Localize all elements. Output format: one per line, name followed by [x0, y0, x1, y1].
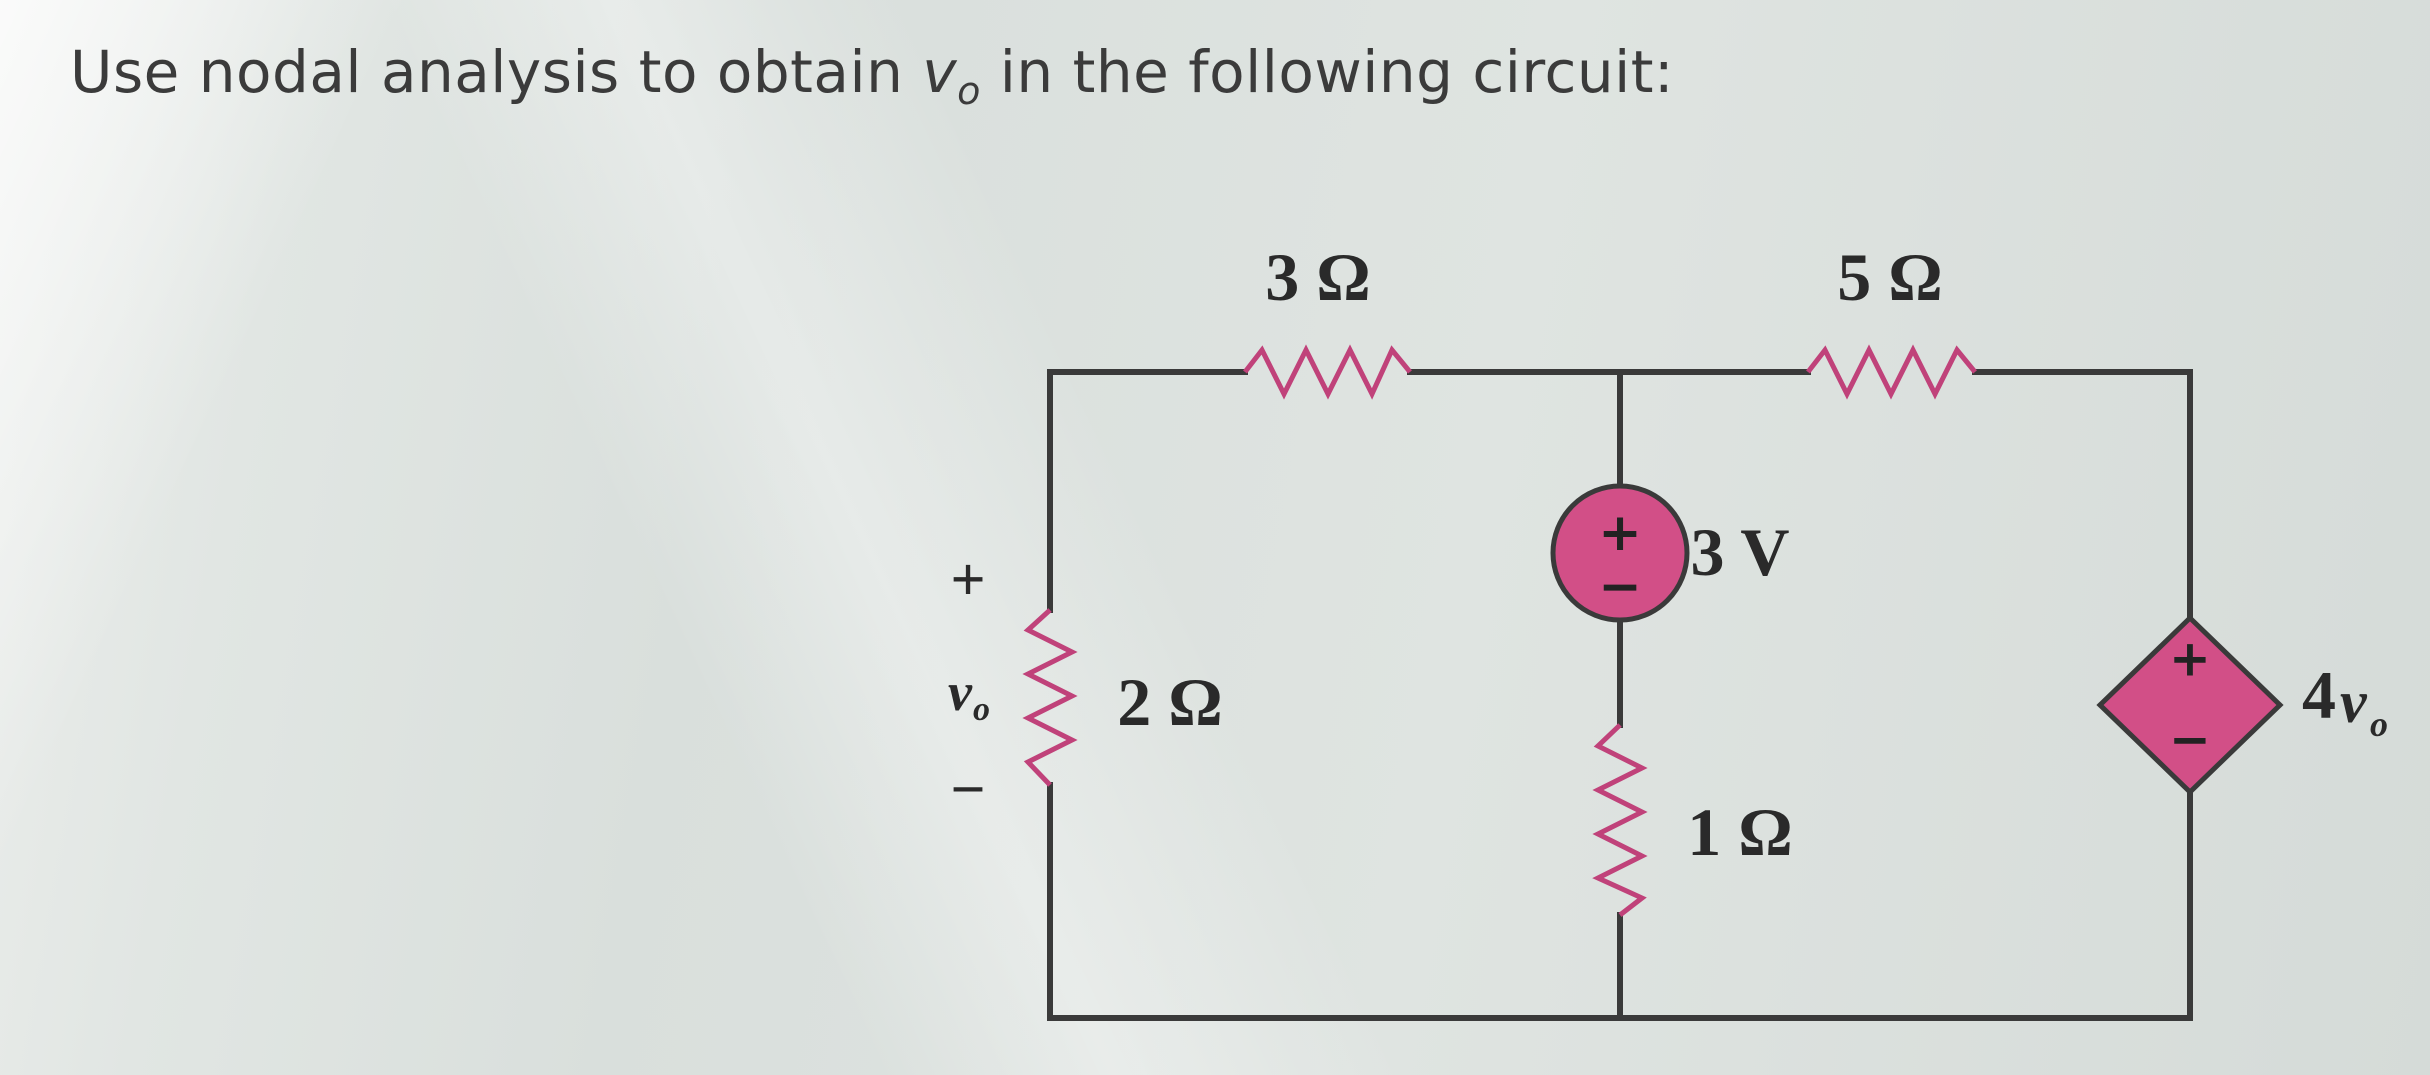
resistor-1-ohm — [1592, 723, 1648, 917]
vo-label-sub: o — [973, 691, 990, 728]
dependent-source-minus: − — [2169, 711, 2211, 769]
circuit-wires — [1047, 369, 2193, 1021]
resistor-5-ohm — [1806, 344, 1977, 400]
voltage-source-plus: + — [1598, 503, 1642, 563]
label-dependent-source-sub: o — [2370, 704, 2388, 744]
question-suffix: in the following circuit: — [980, 38, 1675, 106]
question-prefix: Use nodal analysis to obtain — [70, 38, 923, 106]
vo-minus-sign: − — [950, 756, 985, 824]
vo-plus-sign: + — [950, 546, 985, 614]
dependent-source-diamond — [2096, 614, 2284, 796]
label-2-ohm: 2 Ω — [1117, 664, 1222, 740]
question-text: Use nodal analysis to obtain vo in the f… — [70, 38, 1674, 113]
dependent-source-plus: + — [2169, 630, 2211, 688]
resistor-3-ohm — [1243, 344, 1412, 400]
label-5-ohm: 5 Ω — [1837, 239, 1942, 315]
label-3-ohm: 3 Ω — [1265, 239, 1370, 315]
voltage-source-minus: − — [1598, 557, 1642, 617]
label-3v: 3 V — [1691, 514, 1790, 590]
vo-label-var: v — [948, 662, 973, 722]
voltage-source-circle — [1550, 483, 1690, 623]
question-variable-subscript: o — [957, 69, 981, 113]
resistor-2-ohm — [1022, 608, 1078, 787]
label-dependent-source-coef: 4 — [2302, 657, 2336, 733]
label-dependent-source-var: v — [2340, 669, 2368, 735]
wire-top-right — [1972, 369, 2193, 621]
question-variable: v — [922, 38, 958, 106]
label-1-ohm: 1 Ω — [1687, 794, 1792, 870]
wire-top-left — [1047, 369, 1248, 613]
voltage-source-3v: + − — [1550, 483, 1690, 623]
dependent-voltage-source: + − — [2096, 614, 2284, 796]
